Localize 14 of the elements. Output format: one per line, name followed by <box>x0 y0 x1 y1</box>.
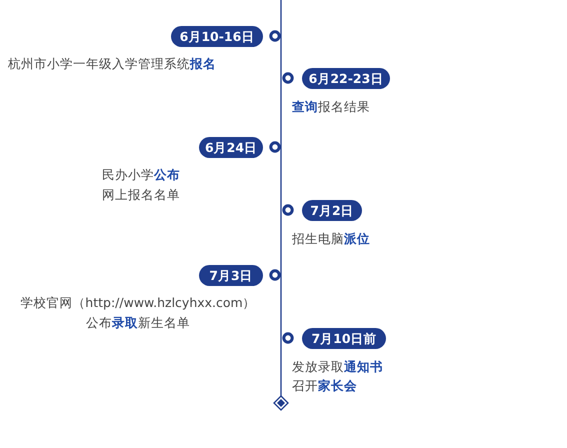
date-pill: 7月10日前 <box>302 328 386 348</box>
event-description: 召开家长会 <box>292 377 357 395</box>
date-pill: 6月24日 <box>199 136 263 158</box>
date-pill: 6月22-23日 <box>302 68 390 88</box>
event-description: 公布录取新生名单 <box>85 314 191 332</box>
date-pill: 7月3日 <box>199 264 263 286</box>
event-description: 杭州市小学一年级入学管理系统报名 <box>8 55 216 73</box>
event-description: 查询报名结果 <box>292 98 370 116</box>
event-description: 学校官网（http://www.hzlcyhxx.com） <box>20 294 256 312</box>
date-pill: 6月10-16日 <box>171 26 263 46</box>
event-description: 发放录取通知书 <box>292 358 383 376</box>
event-description: 民办小学公布网上报名名单 <box>102 166 181 204</box>
date-pill: 7月2日 <box>302 200 362 220</box>
event-description: 招生电脑派位 <box>292 230 370 248</box>
